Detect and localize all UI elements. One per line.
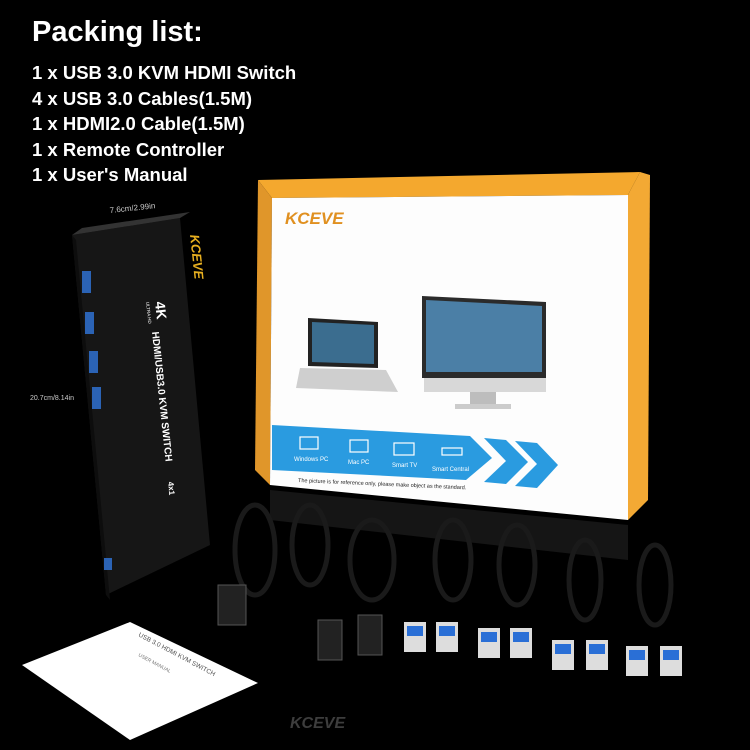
ports-badge: 4x1 xyxy=(166,481,176,496)
windows-pc-icon xyxy=(299,436,319,450)
packing-item: 1 x HDMI2.0 Cable(1.5M) xyxy=(32,113,245,134)
camera-icon xyxy=(441,447,463,456)
resolution-badge: 4K xyxy=(152,301,170,320)
laptop-image xyxy=(296,318,398,392)
device-label: Windows PC xyxy=(294,457,329,463)
box-brand-logo: KCEVE xyxy=(285,209,344,228)
compatibility-banner xyxy=(272,425,492,480)
chevron-icon xyxy=(484,438,528,484)
device-label: Smart TV xyxy=(392,463,417,469)
hdmi-connectors xyxy=(217,584,383,661)
packing-item: 4 x USB 3.0 Cables(1.5M) xyxy=(32,87,253,109)
cables xyxy=(232,502,674,628)
monitor-image xyxy=(422,296,546,409)
mac-pc-icon xyxy=(349,439,369,453)
width-dimension: 7.6cm/2.99in xyxy=(109,201,156,215)
packing-item: 1 x Remote Controller xyxy=(32,138,225,160)
chevron-icon xyxy=(515,441,558,488)
length-dimension: 20.7cm/8.14in xyxy=(30,395,74,402)
retail-box: KCEVE Windows PC Mac PC Smart TV Smart C… xyxy=(255,172,650,560)
smart-tv-icon xyxy=(393,442,415,456)
packing-list-title: Packing list: xyxy=(32,16,203,48)
packing-item: 1 x User's Manual xyxy=(32,164,188,185)
remote-controller xyxy=(217,584,247,626)
reflection-brand: KCEVE xyxy=(290,715,346,732)
packing-list: 1 x USB 3.0 KVM HDMI Switch 4 x USB 3.0 … xyxy=(32,60,296,188)
device-label: Smart Central xyxy=(432,467,469,473)
usb-connectors xyxy=(404,622,682,676)
kvm-switch: 7.6cm/2.99in 20.7cm/8.14in KCEVE 4K ULTR… xyxy=(30,201,210,600)
user-manual: USB 3.0 HDMI KVM SWITCH USER MANUAL xyxy=(22,622,258,740)
switch-brand-logo: KCEVE xyxy=(187,234,207,280)
packing-item: 1 x USB 3.0 KVM HDMI Switch xyxy=(32,62,297,83)
usb-ports xyxy=(82,271,112,570)
device-label: Mac PC xyxy=(348,460,370,466)
resolution-subtitle: ULTRA HD xyxy=(145,302,152,325)
